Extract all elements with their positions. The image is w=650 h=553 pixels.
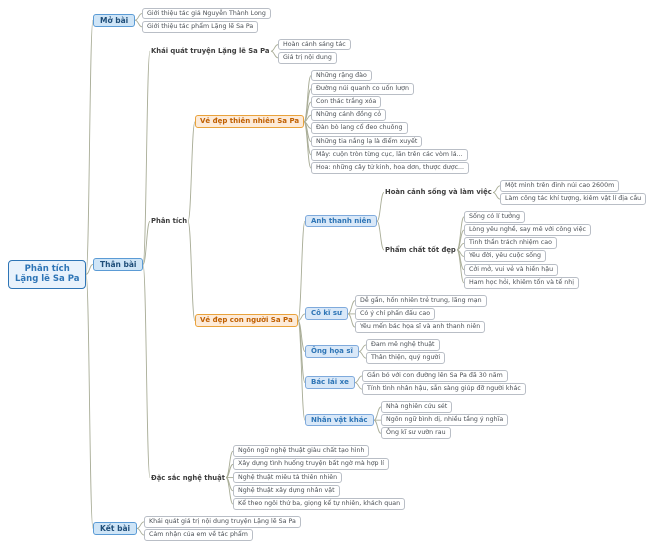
node-co-ki-su: Cô kĩ sư xyxy=(305,307,349,321)
node-than-thien-quy-nguoi: Thân thiện, quý người xyxy=(366,352,446,364)
edge-connector xyxy=(297,313,306,322)
node-phan-tich: Phân tích xyxy=(151,217,188,226)
edge-connector xyxy=(187,121,196,222)
edge-connector xyxy=(142,263,151,479)
node-mot-minh-tren-dinh-nui-cao-2600m: Một mình trên đỉnh núi cao 2600m xyxy=(500,179,620,192)
node-coi-mo-vui-ve-va-hien-hau: Cởi mở, vui vẻ và hiền hậu xyxy=(464,263,559,276)
edge-connector xyxy=(297,320,306,421)
node-nghe-thuat-mieu-ta-thien-nhien: Nghệ thuật miêu tả thiên nhiên xyxy=(233,471,343,484)
node-lam-cong-tac-khi-tuong-kiem-vat-li-dia-c: Làm công tác khí tượng, kiêm vật lí địa … xyxy=(500,193,647,205)
node-hoan-canh-song-va-lam-viec: Hoàn cảnh sống và làm việc xyxy=(385,188,492,197)
edge-connector xyxy=(85,263,94,275)
node-may-cuon-tron-tung-cuc-lan-tren-cac-vom-: Mây: cuộn tròn từng cục, lăn trên các vò… xyxy=(311,148,468,161)
node-nha-nghien-cuu-set: Nhà nghiên cứu sét xyxy=(381,400,453,413)
node-gioi-thieu-tac-gia-nguyen-thanh-long: Giới thiệu tác giả Nguyễn Thành Long xyxy=(142,7,271,20)
node-xay-dung-tinh-huong-truyen-bat-ngo-ma-ho: Xây dựng tình huống truyện bất ngờ mà hợ… xyxy=(233,458,390,471)
edge-connector xyxy=(134,19,143,28)
node-ve-dep-con-nguoi-sa-pa: Vẻ đẹp con người Sa Pa xyxy=(195,314,298,327)
node-ngon-ngu-nghe-thuat-giau-chat-tao-hinh: Ngôn ngữ nghệ thuật giàu chất tạo hình xyxy=(233,445,370,458)
edge-connector xyxy=(187,220,196,322)
node-bac-lai-xe: Bác lái xe xyxy=(305,376,355,389)
node-duong-nui-quanh-co-uon-luon: Đường núi quanh co uốn lượn xyxy=(311,82,415,95)
node-dam-me-nghe-thuat: Đam mê nghệ thuật xyxy=(366,338,440,351)
edge-connector xyxy=(85,273,94,529)
node-nghe-thuat-xay-dung-nhan-vat: Nghệ thuật xây dựng nhân vật xyxy=(233,484,340,497)
edge-connector xyxy=(297,220,306,322)
node-con-thac-trang-xoa: Con thác trắng xóa xyxy=(311,96,382,108)
node-yeu-doi-yeu-cuoc-song: Yêu đời, yêu cuộc sống xyxy=(464,250,546,263)
edge-connector xyxy=(373,419,382,434)
node-song-co-li-tuong: Sống có lí tưởng xyxy=(464,210,525,223)
node-phan-tich-lang-le-sa-pa: Phân tích Lặng lẽ Sa Pa xyxy=(8,259,87,290)
edge-connector xyxy=(456,249,465,284)
edge-connector xyxy=(376,220,385,251)
edge-connector xyxy=(354,382,363,390)
node-nhung-canh-dong-co: Những cánh đồng cỏ xyxy=(311,109,387,122)
edge-connector xyxy=(492,192,501,200)
node-dan-bo-lang-co-deo-chuong: Đàn bò lang cổ đeo chuông xyxy=(311,122,408,135)
edge-connector xyxy=(270,50,279,59)
node-gia-tri-noi-dung: Giá trị nội dung xyxy=(278,51,337,64)
node-long-yeu-nghe-say-me-voi-cong-viec: Lòng yêu nghề, say mê với công việc xyxy=(464,224,592,236)
edge-connector xyxy=(85,19,94,275)
node-nhung-rang-dao: Những rặng đào xyxy=(311,69,372,82)
node-gioi-thieu-tac-pham-lang-le-sa-pa: Giới thiệu tác phẩm Lặng lẽ Sa Pa xyxy=(142,20,259,33)
node-anh-thanh-nien: Anh thanh niên xyxy=(305,214,378,228)
edge-connector xyxy=(358,351,367,359)
node-de-gan-hon-nhien-tre-trung-lang-man: Dễ gần, hồn nhiên trẻ trung, lãng mạn xyxy=(355,294,487,307)
node-gan-bo-voi-con-duong-len-sa-pa-da-30-nam: Gắn bó với con đường lên Sa Pa đã 30 năm xyxy=(362,369,508,382)
node-tinh-than-trach-nhiem-cao: Tinh thần trách nhiệm cao xyxy=(464,237,557,250)
node-khai-quat-gia-tri-noi-dung-truyen-lang-l: Khái quát giá trị nội dung truyện Lặng l… xyxy=(144,515,301,528)
node-pham-chat-tot-dep: Phẩm chất tốt đẹp xyxy=(385,245,456,254)
node-ong-hoa-si: Ông họa sĩ xyxy=(305,345,359,358)
node-nhan-vat-khac: Nhân vật khác xyxy=(305,413,374,427)
node-ket-bai: Kết bài xyxy=(93,521,138,536)
node-ke-theo-ngoi-thu-ba-giong-ke-tu-nhien-kh: Kể theo ngôi thứ ba, giọng kể tự nhiên, … xyxy=(233,497,406,510)
node-yeu-men-bac-hoa-si-va-anh-thanh-nien: Yêu mến bác họa sĩ và anh thanh niên xyxy=(355,321,486,333)
node-ong-ki-su-vuon-rau: Ông kĩ sư vườn rau xyxy=(381,427,451,440)
node-tinh-tinh-nhan-hau-san-sang-giup-do-nguo: Tính tình nhân hậu, sẵn sàng giúp đỡ ngư… xyxy=(362,383,526,395)
edge-connector xyxy=(376,192,385,222)
node-ham-hoc-hoi-khiem-ton-va-te-nhi: Ham học hỏi, khiêm tốn và tế nhị xyxy=(464,276,580,289)
node-cam-nhan-cua-em-ve-tac-pham: Cảm nhận của em về tác phẩm xyxy=(144,529,253,541)
node-co-y-chi-phan-dau-cao: Có ý chí phấn đấu cao xyxy=(355,307,436,320)
edge-connector xyxy=(303,121,312,169)
node-nhung-tia-nang-la-la-diem-xuyet: Những tia nắng lạ là điểm xuyết xyxy=(311,135,423,148)
edge-connector xyxy=(225,477,234,505)
node-ngon-ngu-binh-di-nhieu-tang-y-nghia: Ngôn ngữ bình dị, nhiều tầng ý nghĩa xyxy=(381,414,509,427)
node-ve-dep-thien-nhien-sa-pa: Vẻ đẹp thiên nhiên Sa Pa xyxy=(195,115,305,129)
edge-connector xyxy=(347,313,356,328)
edge-connector xyxy=(142,220,151,265)
edge-connector xyxy=(142,50,151,265)
node-than-bai: Thân bài xyxy=(93,257,144,272)
node-hoa-nhung-cay-tu-kinh-hoa-don-thuoc-duoc: Hoa: những cây tử kinh, hoa dơn, thược d… xyxy=(311,162,470,174)
edge-connector xyxy=(136,527,145,536)
node-khai-quat-truyen-lang-le-sa-pa: Khái quát truyện Lặng lẽ Sa Pa xyxy=(151,47,270,56)
node-dac-sac-nghe-thuat: Đặc sắc nghệ thuật xyxy=(151,473,225,482)
node-mo-bai: Mở bài xyxy=(93,13,136,28)
node-hoan-canh-sang-tac: Hoàn cảnh sáng tác xyxy=(278,38,351,51)
